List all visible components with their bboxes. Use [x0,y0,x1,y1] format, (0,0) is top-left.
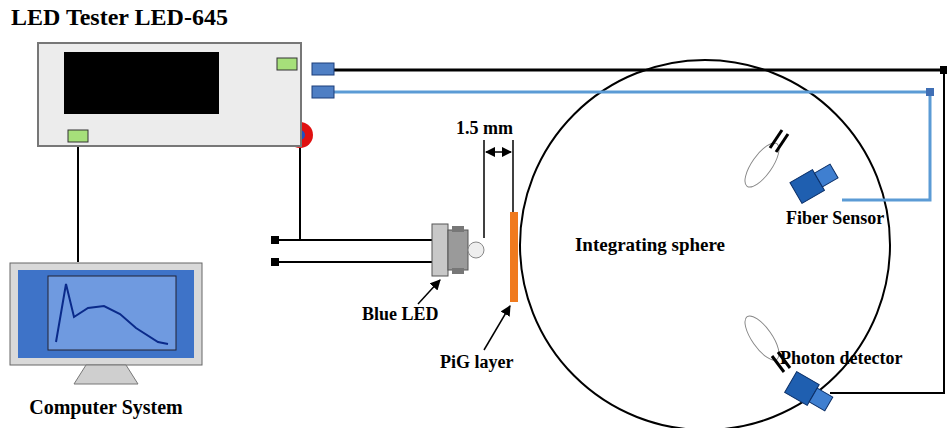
leader-line [418,280,440,304]
led-base [432,224,448,276]
cable-end [940,66,947,74]
fiber-corner [926,88,934,96]
connector [312,86,334,98]
part-label: Photon detector [780,348,902,369]
baffle [739,311,785,365]
dimension-line [486,151,511,153]
signal-cable [332,69,943,72]
led-wire [275,261,432,263]
led-body [448,230,468,270]
computer-monitor: Computer System [8,262,204,424]
detector-cable [830,74,944,393]
leader-line [484,306,510,350]
fiber-sensor [790,161,840,204]
tester-box: LED Tester LED-645 [37,42,302,147]
photon-detector [785,372,835,415]
sphere-label: Integrating sphere [575,234,725,256]
part-label: Fiber Sensor [786,208,884,229]
led-wire [275,148,432,240]
device-label: Computer System [29,396,183,419]
pig-layer [510,212,518,302]
tester-panel [37,42,302,147]
monitor-drawing [8,262,204,392]
cable [77,147,79,262]
connector [312,63,334,75]
optical-fiber [332,92,930,200]
sphere-outline [520,60,890,428]
part-label: Blue LED [362,304,439,325]
device-title: LED Tester LED-645 [11,4,228,31]
sphere-node: Integrating sphere [520,60,890,428]
dimension-label: 1.5 mm [456,118,513,139]
led-chip [468,242,484,258]
part-label: PiG layer [440,352,513,373]
